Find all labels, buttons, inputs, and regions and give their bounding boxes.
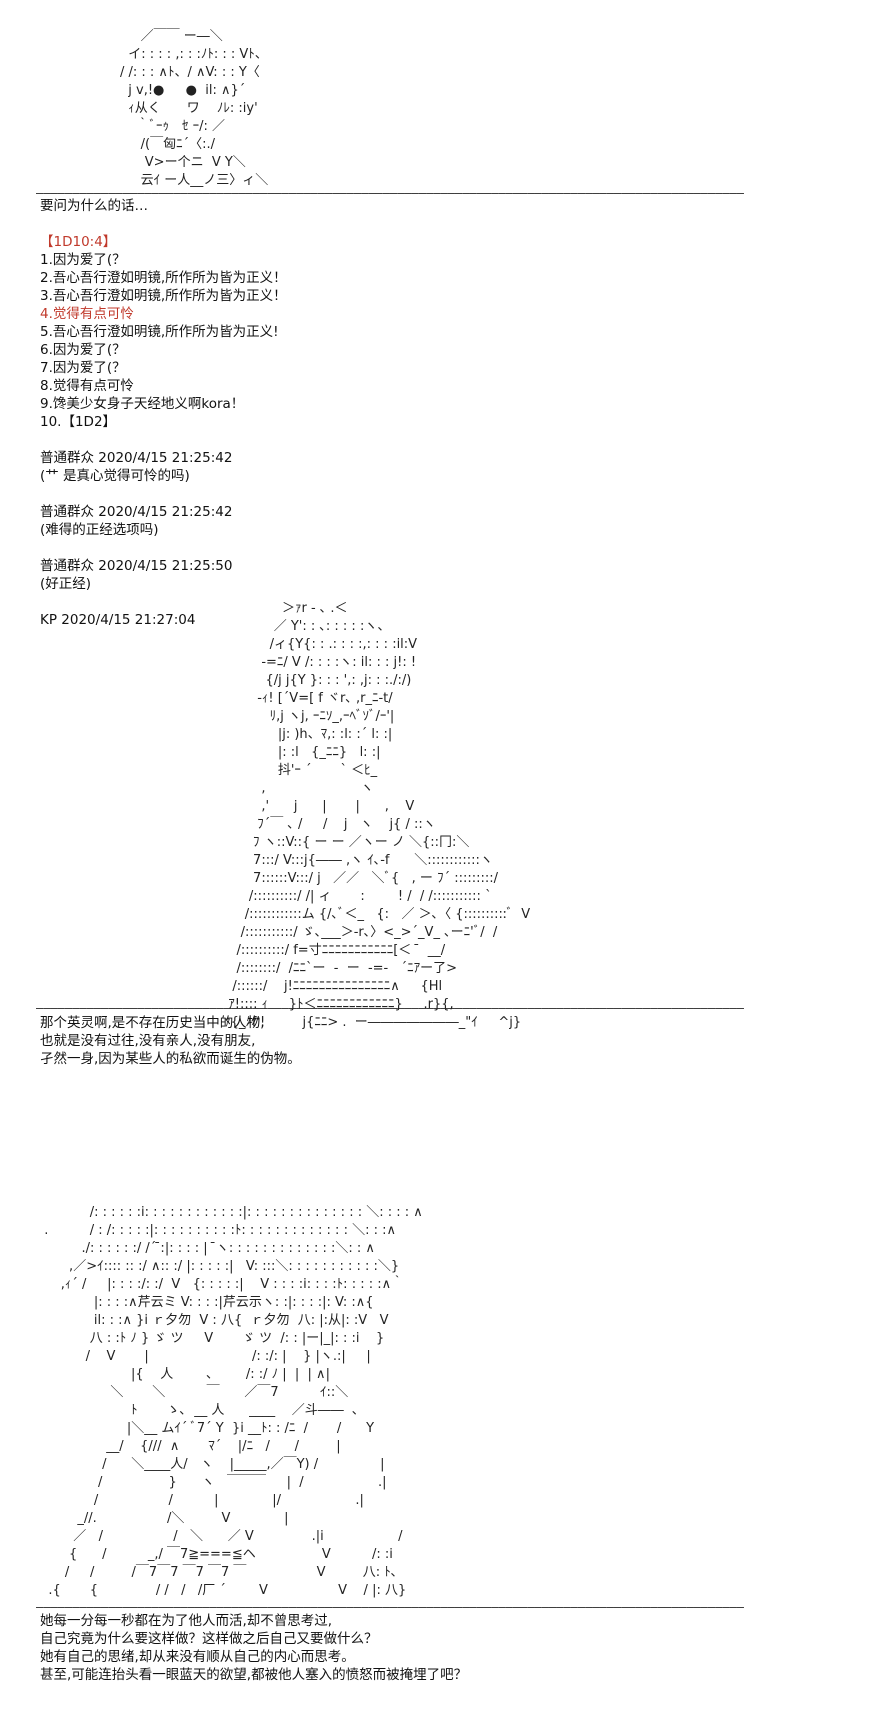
text-line: 9.馋美少女身子天经地义啊kora！ xyxy=(40,396,245,412)
text-line: 自己究竟为什么要这样做？这样做之后自己又要做什么？ xyxy=(40,1631,378,1647)
text-line: 普通群众 2020/4/15 21:25:42 xyxy=(40,450,233,466)
separator-line: ――――――――――――――――――――――――――――――――――――――――… xyxy=(36,186,745,200)
text-line: 【1D10:4】 xyxy=(40,234,117,250)
narration-block: 那个英灵啊,是不存在历史当中的人物, 也就是没有过往,没有亲人,没有朋友, 孑然一身… xyxy=(40,1014,880,1068)
text-line: 6.因为爱了(？ xyxy=(40,342,126,358)
text-line: (好正经) xyxy=(40,576,92,592)
text-line: 也就是没有过往,没有亲人,没有朋友, xyxy=(40,1033,256,1049)
text-line: (艹 是真心觉得可怜的吗) xyxy=(40,468,190,484)
text-line: 8.觉得有点可怜 xyxy=(40,378,134,394)
text-line: 10.【1D2】 xyxy=(40,414,117,430)
text-line xyxy=(40,215,880,233)
text-line: 普通群众 2020/4/15 21:25:50 xyxy=(40,558,233,574)
text-line: 要问为什么的话… xyxy=(40,198,148,214)
text-line: 孑然一身,因为某些人的私欲而诞生的伪物。 xyxy=(40,1051,301,1067)
text-line xyxy=(40,431,880,449)
narration-block: 她每一分每一秒都在为了他人而活,却不曾思考过, 自己究竟为什么要这样做？这样做之后… xyxy=(40,1612,880,1684)
text-line: 那个英灵啊,是不存在历史当中的人物, xyxy=(40,1015,265,1031)
dice-roll-block: 要问为什么的话… 【1D10:4】 1.因为爱了(？ 2.吾心吾行澄如明镜,所作所为皆… xyxy=(40,197,880,629)
text-line: (难得的正经选项吗) xyxy=(40,522,159,538)
ascii-art-seated-figure: /: : : : : :i: : : : : : : : : : : :|: :… xyxy=(44,1205,423,1598)
text-line xyxy=(40,539,880,557)
text-line: 普通群众 2020/4/15 21:25:42 xyxy=(40,504,233,520)
text-line: 甚至,可能连抬头看一眼蓝天的欲望,都被他人塞入的愤怒而被掩埋了吧？ xyxy=(40,1667,468,1683)
ascii-art-head: ／￣￣ ー―＼ イ: : : : ,: : :ﾉﾄ: : : Vﾄ、 / /: … xyxy=(120,29,269,188)
text-line: 7.因为爱了(？ xyxy=(40,360,126,376)
text-line: 她有自己的思绪,却从来没有顺从自己的内心而思考。 xyxy=(40,1649,355,1665)
separator-line: ――――――――――――――――――――――――――――――――――――――――… xyxy=(36,1001,745,1015)
text-line: 5.吾心吾行澄如明镜,所作所为皆为正义! xyxy=(40,324,279,340)
separator-line: ――――――――――――――――――――――――――――――――――――――――… xyxy=(36,1600,745,1614)
text-line: 2.吾心吾行澄如明镜,所作所为皆为正义！ xyxy=(40,270,287,286)
text-line: 3.吾心吾行澄如明镜,所作所为皆为正义！ xyxy=(40,288,287,304)
text-line: KP 2020/4/15 21:27:04 xyxy=(40,612,196,628)
ascii-art-figure: ＞ｧr ‐ ､ .＜ ／ Y': : ､: : : : :ヽ、 /ィ{Y{: :… xyxy=(224,601,531,1030)
text-line: 1.因为爱了(？ xyxy=(40,252,126,268)
text-line: 她每一分每一秒都在为了他人而活,却不曾思考过, xyxy=(40,1613,333,1629)
text-line: 4.觉得有点可怜 xyxy=(40,306,134,322)
text-line xyxy=(40,485,880,503)
